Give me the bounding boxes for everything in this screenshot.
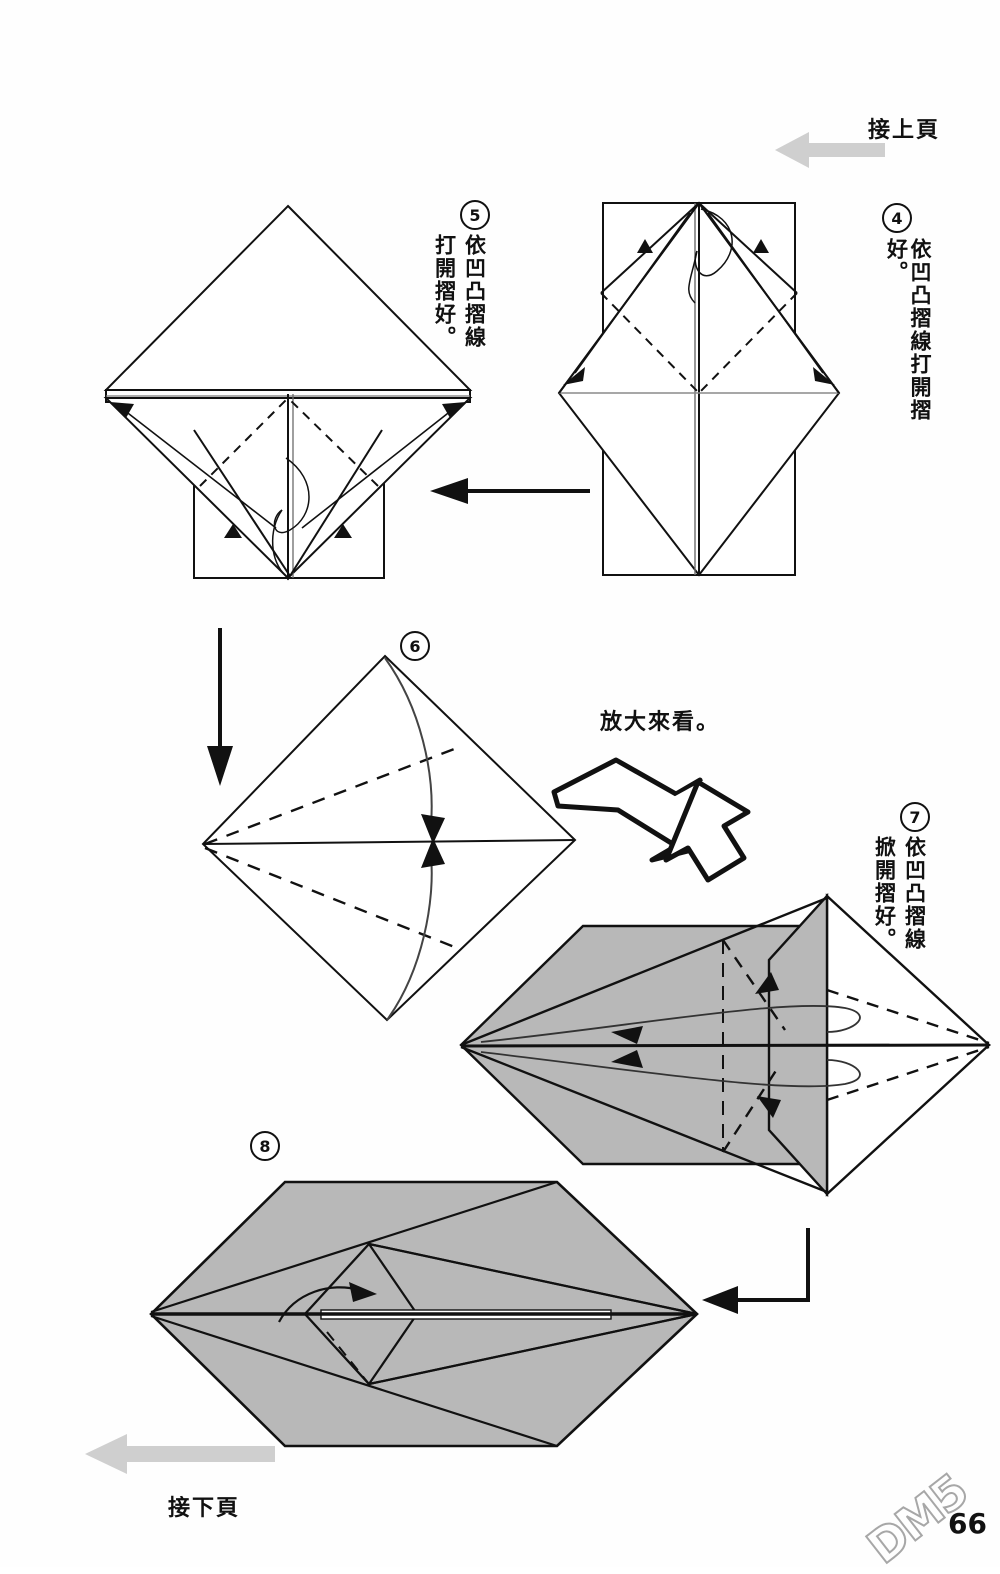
step-5-figure (103, 204, 473, 581)
step-5-number: 5 (460, 200, 490, 230)
step-7-figure (459, 892, 992, 1198)
step-4-figure (557, 201, 841, 577)
step-8-figure (149, 1180, 699, 1448)
step-6-figure (201, 654, 577, 1022)
step-8-number: 8 (250, 1131, 280, 1161)
step-7-caption-col-1: 依凹凸摺線 (902, 836, 927, 951)
step-7-caption-col-2: 掀開摺好。 (872, 836, 897, 951)
continued-next-page-arrow-icon (85, 1434, 275, 1474)
continued-from-previous-label: 接上頁 (868, 118, 941, 143)
step-4-number: 4 (882, 203, 912, 233)
continued-from-previous-arrow-icon (775, 132, 885, 168)
step-5-caption-col-2: 打開摺好。 (432, 234, 457, 349)
arrow-step5-to-step6 (207, 628, 233, 786)
continued-next-page-label: 接下頁 (168, 1496, 241, 1521)
page-number: 66 (948, 1507, 987, 1540)
magnify-note: 放大來看。 (600, 710, 721, 735)
arrow-magnify-to-step7-icon (551, 757, 751, 883)
step-7-number: 7 (900, 802, 930, 832)
step-6-number: 6 (400, 631, 430, 661)
arrow-step4-to-step5 (430, 478, 590, 504)
arrow-step7-to-step8 (702, 1228, 810, 1314)
step-5-caption-col-1: 依凹凸摺線 (462, 234, 487, 349)
step-4-caption: 依凹凸摺線打開摺好。 (884, 238, 933, 422)
